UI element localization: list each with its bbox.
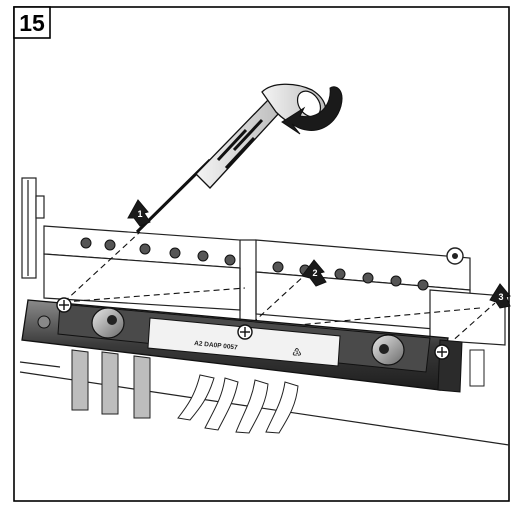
cover-label-text: A2 DA0P 0057: [194, 340, 238, 352]
terminal-screws: [80, 237, 429, 291]
sequence-marker-2: 2: [301, 259, 327, 287]
screw-icon: [56, 297, 72, 313]
cover-label-plate: [147, 317, 341, 367]
step-number: 15: [19, 10, 45, 36]
ground-symbol-icon: [446, 247, 464, 265]
screw-icon: [237, 324, 253, 340]
step-number-box: 15: [13, 6, 51, 39]
fixing-screws: [37, 297, 450, 360]
knob-left: [91, 307, 125, 339]
screwdriver-icon: [135, 83, 327, 234]
knob-right: [371, 334, 405, 366]
sequence-number: 3: [498, 292, 503, 302]
sequence-number: 2: [312, 268, 317, 278]
screw-icon: [434, 344, 450, 360]
rotation-arrow-icon: [281, 86, 343, 135]
sequence-marker-3: 3: [489, 283, 511, 309]
sequence-number: 1: [137, 209, 142, 219]
wall-bracket: [21, 177, 45, 279]
rail-knobs: [91, 307, 405, 366]
sequence-marker-1: 1: [127, 199, 151, 227]
recycle-icon: ♳: [292, 346, 302, 359]
cables: [71, 349, 299, 434]
